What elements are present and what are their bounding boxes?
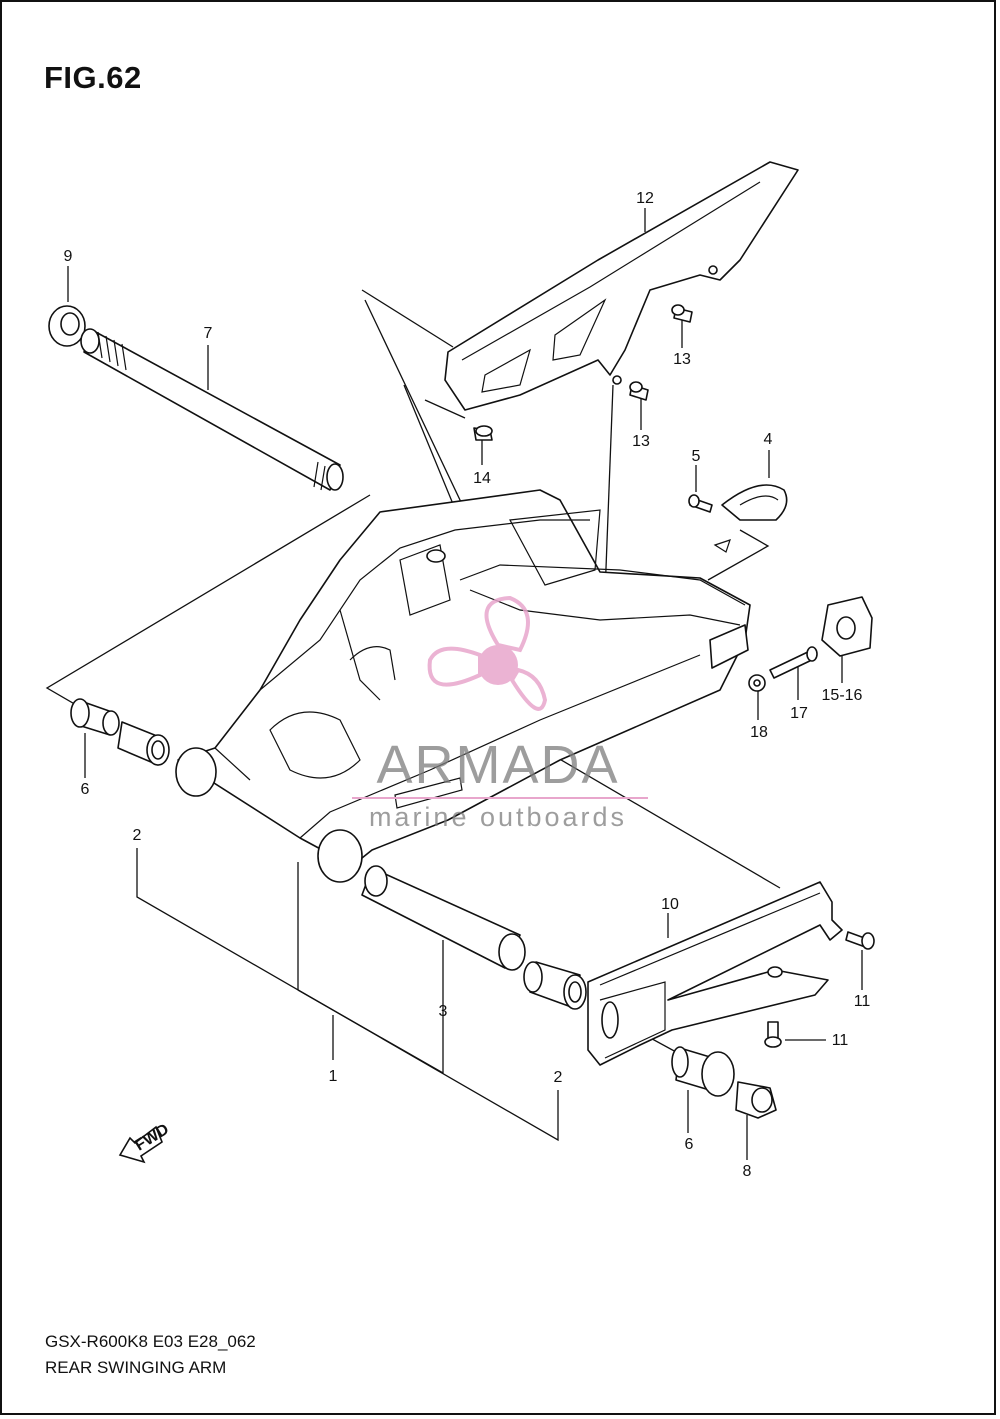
callout-7: 7 bbox=[204, 325, 213, 342]
part-6-collar-right bbox=[671, 1046, 735, 1097]
part-14-clip bbox=[473, 425, 493, 441]
callout-2-left: 2 bbox=[133, 827, 142, 844]
callout-6-left: 6 bbox=[81, 781, 90, 798]
callout-13-lower: 13 bbox=[632, 433, 650, 450]
callout-8: 8 bbox=[743, 1163, 752, 1180]
part-15-16-adjuster bbox=[821, 596, 873, 657]
watermark: ARMADA marine outboards bbox=[352, 595, 648, 832]
part-17-bolt bbox=[769, 646, 818, 679]
callout-15-16: 15-16 bbox=[822, 687, 863, 704]
part-10-chain-guide bbox=[587, 881, 843, 1066]
callout-6-right: 6 bbox=[685, 1136, 694, 1153]
watermark-tagline: marine outboards bbox=[369, 802, 627, 832]
callout-2-right: 2 bbox=[554, 1069, 563, 1086]
section-name: REAR SWINGING ARM bbox=[45, 1358, 227, 1377]
part-3-sleeve bbox=[361, 865, 526, 971]
callout-18: 18 bbox=[750, 724, 768, 741]
part-5-screw bbox=[688, 494, 713, 513]
model-code: GSX-R600K8 E03 E28_062 bbox=[45, 1332, 256, 1351]
callout-4: 4 bbox=[764, 431, 773, 448]
callout-1: 1 bbox=[329, 1068, 338, 1085]
part-1-swingarm bbox=[175, 489, 751, 883]
fwd-arrow-icon: FWD bbox=[118, 1121, 172, 1164]
part-2-bearing-left bbox=[117, 721, 170, 766]
part-9-nut bbox=[48, 305, 86, 347]
callout-11-lower: 11 bbox=[832, 1032, 849, 1049]
callout-labels: 1 2 2 3 4 5 6 6 7 8 9 10 11 11 12 13 13 … bbox=[64, 190, 871, 1180]
part-18-nut bbox=[748, 674, 766, 692]
part-13-bolt-lower bbox=[629, 381, 649, 401]
callout-9: 9 bbox=[64, 248, 73, 265]
part-2-bearing-right bbox=[523, 961, 587, 1010]
part-13-bolt-upper bbox=[671, 304, 693, 323]
watermark-brand: ARMADA bbox=[376, 735, 619, 795]
callout-11-upper: 11 bbox=[854, 993, 871, 1010]
part-6-collar-left bbox=[70, 698, 120, 736]
callout-14: 14 bbox=[473, 470, 491, 487]
callout-5: 5 bbox=[692, 448, 701, 465]
callout-17: 17 bbox=[790, 705, 808, 722]
callout-10: 10 bbox=[661, 896, 679, 913]
part-7-pivot-shaft bbox=[80, 328, 344, 491]
callout-3: 3 bbox=[439, 1003, 448, 1020]
part-4-bracket bbox=[713, 484, 788, 553]
part-11-bolt-lower bbox=[764, 1021, 782, 1048]
part-12-chain-case bbox=[444, 161, 799, 411]
figure-title: FIG.62 bbox=[44, 60, 142, 95]
part-11-bolt-upper bbox=[845, 931, 875, 950]
callout-12: 12 bbox=[636, 190, 654, 207]
part-8-nut bbox=[735, 1081, 777, 1119]
propeller-logo-icon bbox=[427, 595, 548, 711]
callout-13-upper: 13 bbox=[673, 351, 691, 368]
